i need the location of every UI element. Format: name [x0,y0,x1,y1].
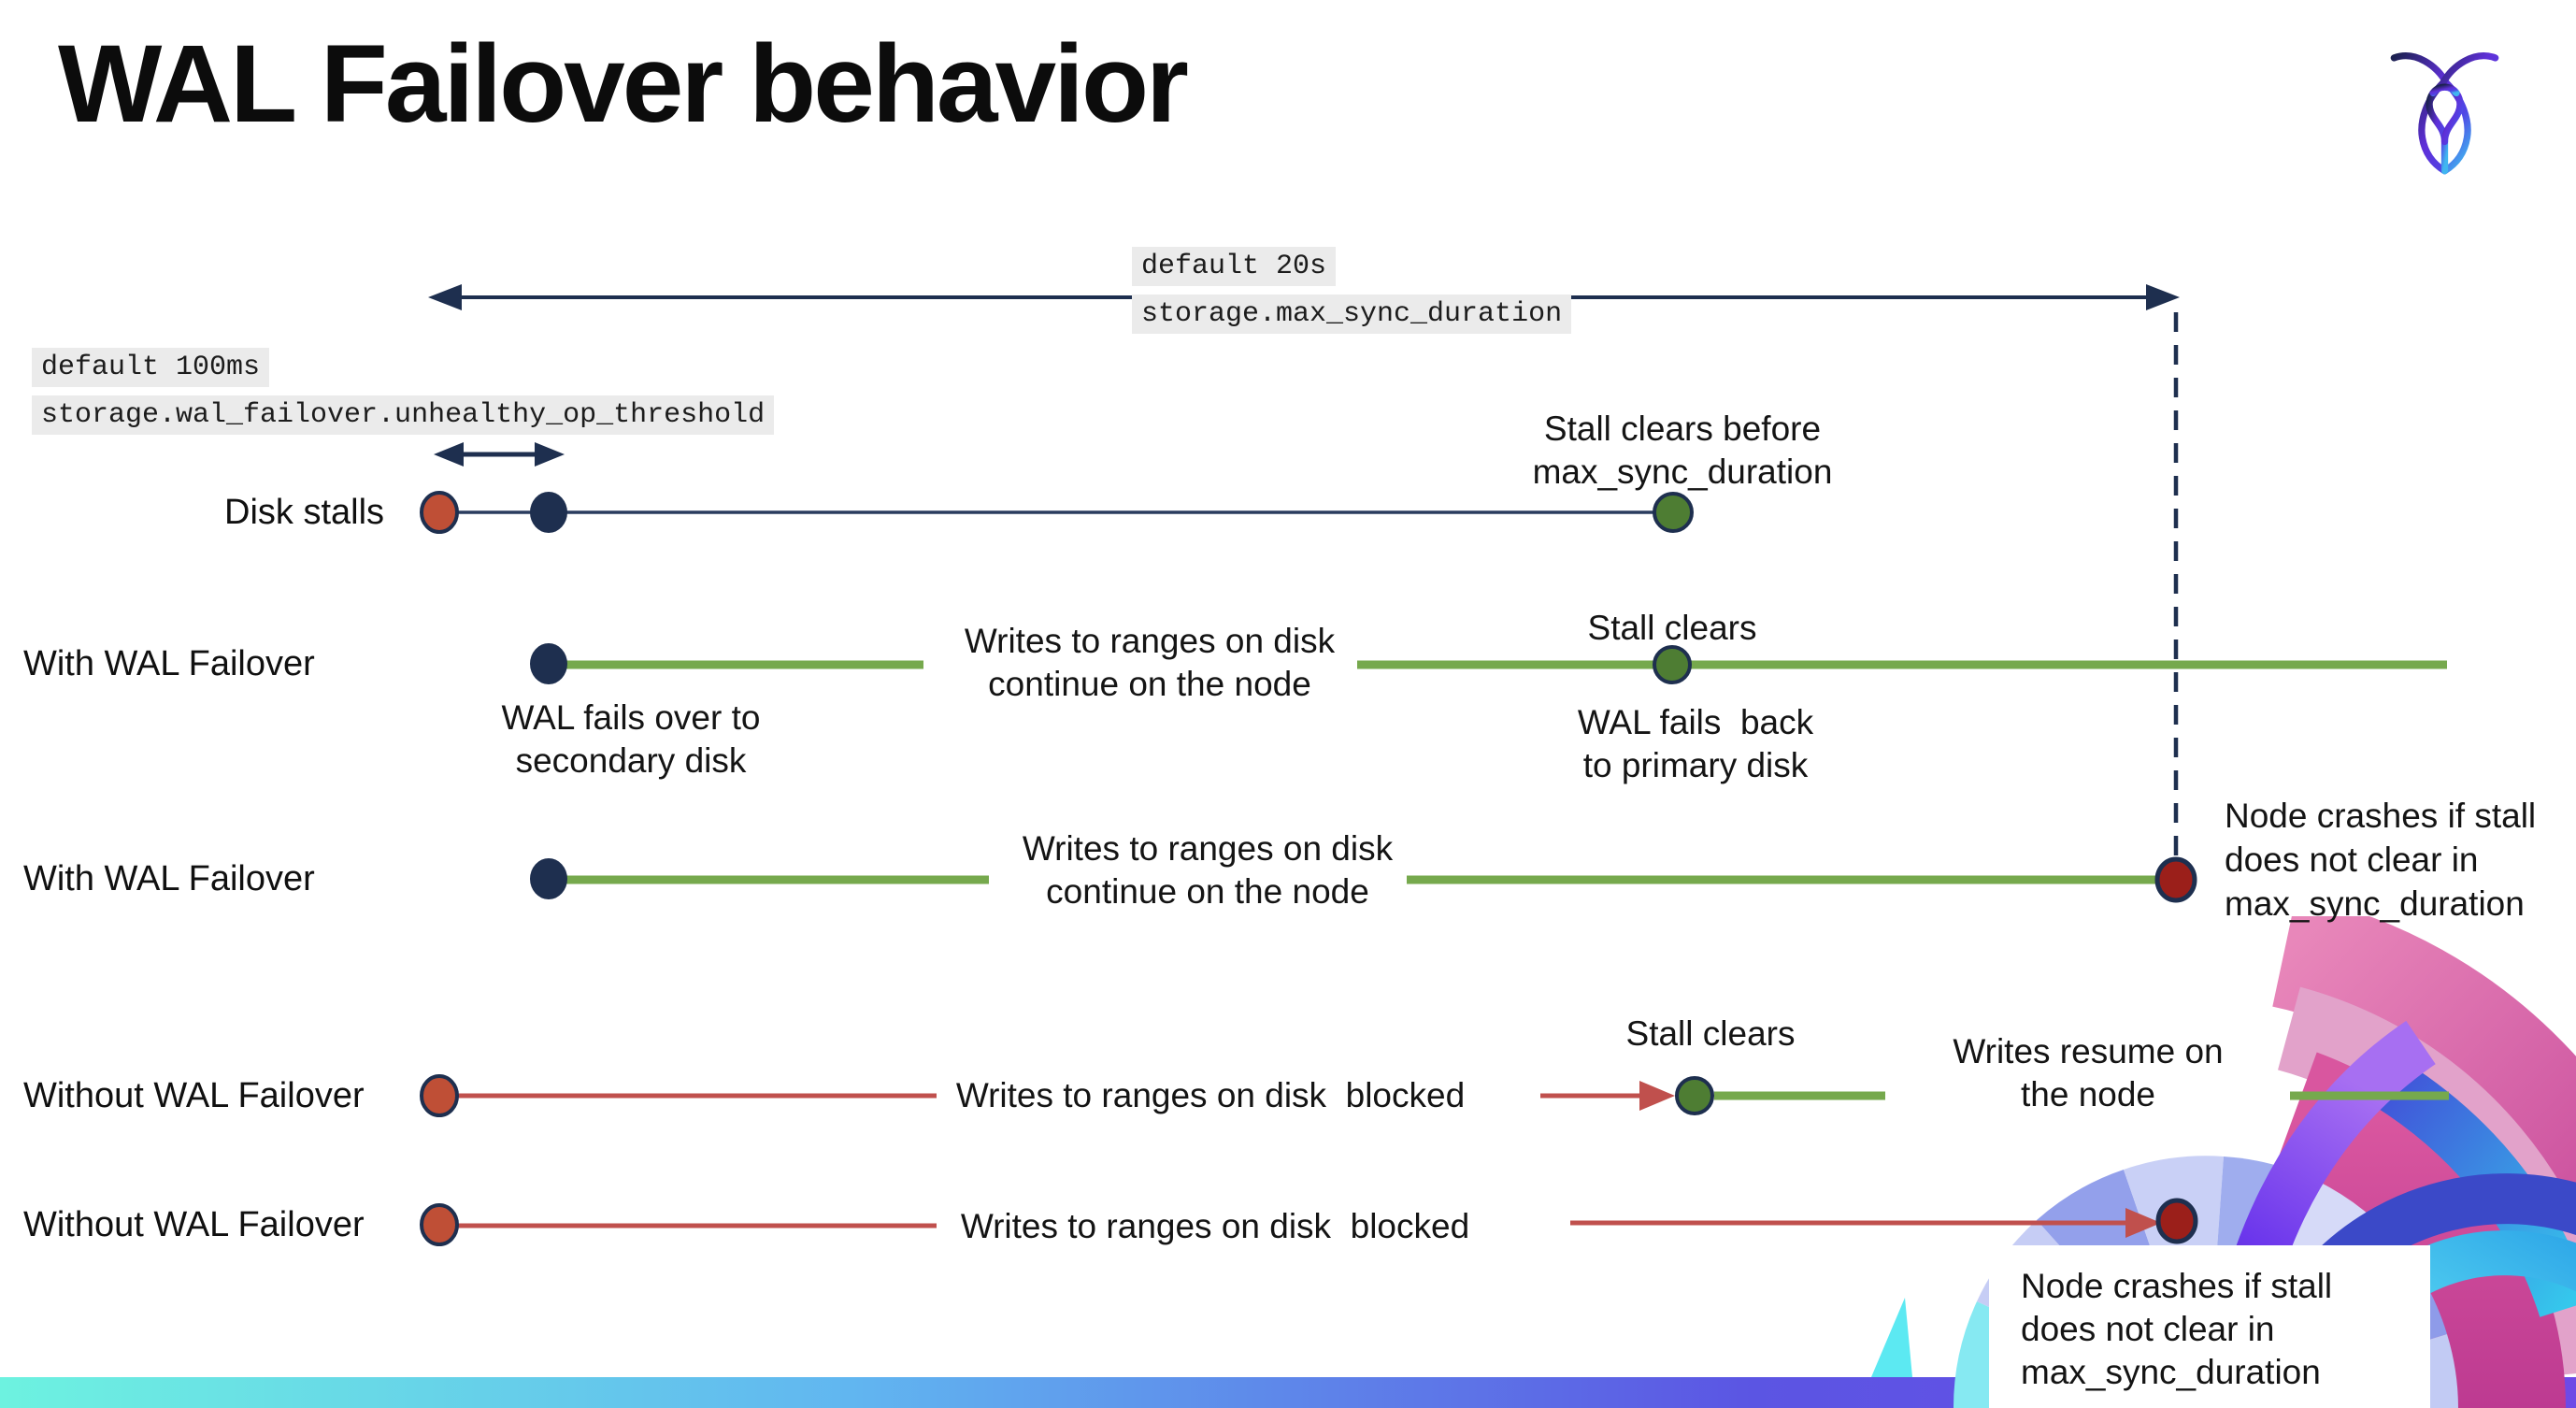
art-pink-arc-outer [2271,916,2576,1278]
stall-start-dot [420,1074,459,1117]
node-crash-dot [2155,1198,2198,1244]
op-threshold-arrow [434,442,565,467]
stall-clears-dot [1653,492,1694,533]
failover-dot [530,858,567,899]
node-crash-dot [2154,856,2197,903]
failover-dot [530,643,567,684]
timeline-with-failover-2 [530,856,2197,903]
art-cyan-sliver [1871,1298,1912,1377]
timeline-disk-stalls [420,491,1694,534]
cockroachdb-logo-icon [2390,52,2499,175]
timeline-without-failover-1 [420,1074,2449,1117]
timeline-without-failover-2 [420,1198,2198,1246]
timeline-with-failover-1 [530,643,2447,684]
stall-clears-dot [1653,645,1692,684]
max-sync-duration-arrow [428,284,2180,310]
stall-clears-dot [1675,1076,1714,1115]
crash-note-box [1989,1245,2430,1408]
failover-threshold-dot [530,492,567,533]
stall-start-dot [420,1203,459,1246]
stall-start-dot [420,491,459,534]
